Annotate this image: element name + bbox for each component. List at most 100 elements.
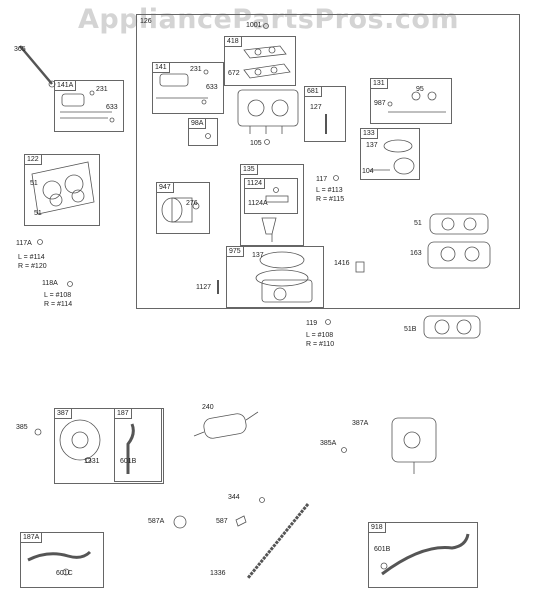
fitting-385 [34,428,42,436]
box-947: 947 [156,182,210,234]
part-label-137a: 137 [366,142,378,149]
clamp-601C [62,568,70,576]
part-label-1331: 1331 [84,458,100,465]
part-label-276: 276 [186,200,198,207]
box-387: 387 [54,408,164,484]
part-note-117A-right: R = #120 [18,263,47,270]
part-label-587A: 587A [148,518,165,525]
part-label-1001: 1001 [246,22,262,29]
box-131: 131 [370,78,452,124]
screw-118A [67,281,73,287]
watermark: AppliancePartsPros.com [77,4,460,35]
hose-187 [126,423,135,474]
part-label-231b: 231 [190,66,202,73]
box-tag-141A: 141A [55,81,77,91]
box-tag-187: 187 [115,409,132,419]
part-label-137b: 137 [252,252,264,259]
box-tag-141: 141 [153,63,170,73]
screw-105 [264,139,270,145]
clamp-587A [173,515,187,529]
part-label-385A: 385A [320,440,337,447]
box-187: 187 [114,408,162,482]
fuel-pump-387A [391,417,437,474]
part-label-126: 126 [140,18,152,25]
part-note-118A-right: R = #114 [44,301,73,308]
part-label-1127: 1127 [196,284,212,291]
linkage-141A [60,90,115,123]
fuel-pump-387 [59,419,101,463]
box-tag-1124: 1124 [245,179,266,189]
gasket-122 [31,161,95,215]
box-tag-122: 122 [25,155,42,165]
part-label-987: 987 [374,100,386,107]
part-label-104: 104 [362,168,374,175]
hose-187A [27,550,92,562]
part-label-633a: 633 [106,104,118,111]
part-label-344: 344 [228,494,240,501]
float-135 [261,217,277,242]
box-975: 975 [226,246,324,308]
box-98A: 98A [188,118,218,146]
gasket-51B [423,315,481,339]
box-tag-681: 681 [305,87,322,97]
part-label-51B: 51B [404,326,417,333]
box-tag-187A: 187A [21,533,43,543]
part-label-51c: 51 [414,220,422,227]
fuel-bowl-133 [370,139,415,175]
part-label-1336: 1336 [210,570,226,577]
part-label-1124A: 1124A [248,200,268,207]
box-tag-418: 418 [225,37,242,47]
box-tag-135: 135 [241,165,258,175]
linkage-141 [156,69,209,105]
part-label-601B: 601B [120,458,137,465]
gasket-672 [243,63,291,79]
gasket-418 [243,45,287,59]
box-122: 122 [24,154,100,226]
part-label-387A: 387A [352,420,369,427]
part-label-117A: 117A [16,240,32,247]
carburetor-body [237,89,299,134]
clamp-587 [235,515,247,527]
part-label-105: 105 [250,140,262,147]
box-tag-131: 131 [371,79,388,89]
part-note-118A-left: L = #108 [44,292,72,299]
gasket-51-right [429,213,489,235]
part-label-601Bb: 601B [374,546,391,553]
part-label-240: 240 [202,404,214,411]
part-label-231a: 231 [96,86,108,93]
part-label-117: 117 [316,176,328,183]
part-note-119-right: R = #110 [306,341,335,348]
part-98A [205,133,211,139]
part-note-117-right: R = #115 [316,196,345,203]
box-133: 133 [360,128,420,180]
box-tag-98A: 98A [189,119,207,129]
part-label-119: 119 [306,320,318,327]
fitting-385A [341,447,347,453]
part-label-95: 95 [416,86,424,93]
clamp-601B-918 [380,562,388,570]
hose-918 [381,533,470,576]
screw-1001 [263,23,269,29]
box-tag-133: 133 [361,129,378,139]
part-label-1416: 1416 [334,260,350,267]
part-label-365: 365 [14,46,26,53]
box-tag-975: 975 [227,247,244,257]
fuel-filter-240 [193,411,259,439]
part-label-127: 127 [310,104,322,111]
part-label-118A: 118A [42,280,58,287]
screw-117A [37,239,43,245]
box-418: 418 [224,36,296,86]
part-note-117A-left: L = #114 [18,254,45,261]
part-label-601C: 601C [56,570,73,577]
box-tag-918: 918 [369,523,386,533]
part-label-51a: 51 [30,180,38,187]
box-918: 918 [368,522,478,588]
part-label-633b: 633 [206,84,218,91]
part-label-385a: 385 [16,424,28,431]
box-141: 141 [152,62,224,114]
screw-117 [333,175,339,181]
screw-344 [259,497,265,503]
part-label-51b: 51 [34,210,42,217]
box-135: 135 [240,164,304,246]
